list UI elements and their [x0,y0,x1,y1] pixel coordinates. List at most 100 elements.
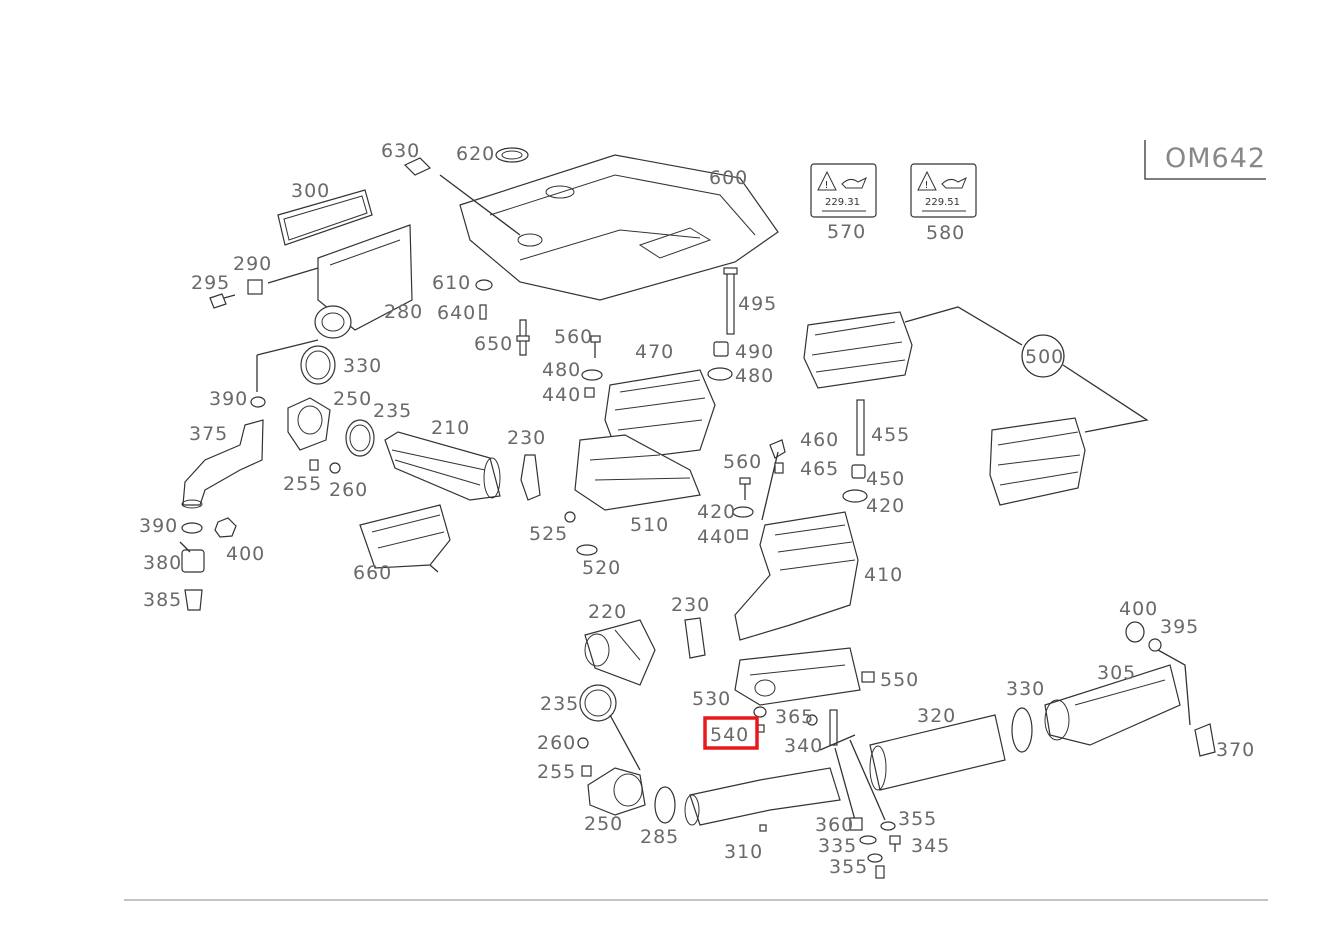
part-260-nut-top[interactable] [329,462,341,474]
part-465-connector[interactable] [774,462,784,474]
part-360-bushing[interactable] [849,817,863,831]
part-660-resonator[interactable] [359,504,451,573]
part-440-sleeve-mid[interactable] [737,529,748,540]
label-660[interactable]: 660 [353,562,392,584]
label-355-right[interactable]: 355 [898,808,937,830]
label-650[interactable]: 650 [474,333,513,355]
label-345[interactable]: 345 [911,835,950,857]
part-230-seal-bottom[interactable] [684,617,706,659]
part-420-grommet-right[interactable] [842,489,868,503]
part-390-clip-top[interactable] [250,396,266,408]
part-650-stud[interactable] [516,319,530,356]
label-510[interactable]: 510 [630,514,669,536]
part-470-filter-housing[interactable] [604,369,716,461]
label-210[interactable]: 210 [431,417,470,439]
label-370[interactable]: 370 [1216,739,1255,761]
label-255-top[interactable]: 255 [283,473,322,495]
part-295-screw[interactable] [209,293,236,309]
part-640-bolt[interactable] [479,304,487,320]
label-560-top[interactable]: 560 [554,326,593,348]
part-255-bolt-bottom[interactable] [581,765,592,777]
part-500-filter-element-bottom[interactable] [989,417,1086,506]
part-520-grommet[interactable] [576,544,598,556]
part-550-screw[interactable] [861,671,875,683]
part-305-intake-duct[interactable] [1044,664,1181,746]
part-345-screw-bottom[interactable] [875,865,885,879]
part-400-nut-left[interactable] [214,517,237,538]
label-495[interactable]: 495 [738,293,777,315]
label-450[interactable]: 450 [866,468,905,490]
label-300[interactable]: 300 [291,180,330,202]
label-500[interactable]: 500 [1025,346,1064,368]
label-255-bottom[interactable]: 255 [537,761,576,783]
part-420-grommet-left[interactable] [732,506,754,518]
warning-label-229-31[interactable]: ! 229.31 [810,163,877,218]
part-235-clamp-bottom[interactable] [579,684,617,722]
part-630-cap[interactable] [403,157,432,176]
part-400-nut-right[interactable] [1125,621,1145,643]
part-455-bolt[interactable] [856,399,865,456]
label-380[interactable]: 380 [143,552,182,574]
label-230-bottom[interactable]: 230 [671,594,710,616]
part-480-grommet-right[interactable] [707,367,733,381]
label-455[interactable]: 455 [871,424,910,446]
part-600-engine-cover[interactable] [459,154,779,301]
part-330-clamp-top[interactable] [300,345,336,385]
part-410-filter-housing-lower[interactable] [734,511,859,641]
label-250-top[interactable]: 250 [333,388,372,410]
warning-label-229-51[interactable]: ! 229.51 [910,163,977,218]
part-355-washer-bottom[interactable] [867,853,883,863]
label-250-bottom[interactable]: 250 [584,813,623,835]
part-250-housing-bottom[interactable] [587,767,646,816]
label-480-left[interactable]: 480 [542,359,581,381]
label-630[interactable]: 630 [381,140,420,162]
part-480-grommet-left[interactable] [581,369,603,381]
label-460[interactable]: 460 [800,429,839,451]
part-620-seal[interactable] [495,147,529,163]
label-355-bottom[interactable]: 355 [829,856,868,878]
label-330-top[interactable]: 330 [343,355,382,377]
part-300-gasket[interactable] [277,189,373,246]
part-345-screw-right[interactable] [889,835,901,852]
part-365-screw[interactable] [806,714,818,726]
label-330-right[interactable]: 330 [1006,678,1045,700]
part-335-grommet[interactable] [859,835,877,845]
label-385[interactable]: 385 [143,589,182,611]
part-440-sleeve-top[interactable] [584,387,595,398]
part-330-clamp-right[interactable] [1011,707,1033,753]
part-235-clamp-top[interactable] [345,419,375,457]
label-420-right[interactable]: 420 [866,495,905,517]
part-495-bolt[interactable] [723,267,738,335]
label-560-mid[interactable]: 560 [723,451,762,473]
part-340-pipe-support[interactable] [819,709,886,821]
label-285[interactable]: 285 [640,826,679,848]
part-280-intake-housing[interactable] [314,224,413,339]
part-310-intake-pipe[interactable] [684,767,841,832]
part-450-bushing[interactable] [851,464,866,479]
label-580[interactable]: 580 [926,222,965,244]
label-305[interactable]: 305 [1097,662,1136,684]
part-540-grommet[interactable] [753,706,767,733]
label-365[interactable]: 365 [775,706,814,728]
label-295[interactable]: 295 [191,272,230,294]
label-420-left[interactable]: 420 [697,501,736,523]
label-395[interactable]: 395 [1160,616,1199,638]
label-260-bottom[interactable]: 260 [537,732,576,754]
label-610[interactable]: 610 [432,272,471,294]
label-235-bottom[interactable]: 235 [540,693,579,715]
part-560-screw-top[interactable] [590,335,601,358]
label-470[interactable]: 470 [635,341,674,363]
label-340[interactable]: 340 [784,735,823,757]
label-540[interactable]: 540 [710,724,749,746]
part-560-screw-mid[interactable] [739,477,751,500]
label-235-top[interactable]: 235 [373,400,412,422]
part-460-bracket[interactable] [761,439,786,521]
part-385-mount[interactable] [184,589,203,611]
label-375[interactable]: 375 [189,423,228,445]
part-525-screw[interactable] [564,511,576,523]
label-550[interactable]: 550 [880,669,919,691]
label-320[interactable]: 320 [917,705,956,727]
part-355-washer-right[interactable] [880,821,896,831]
label-480-right[interactable]: 480 [735,365,774,387]
part-255-bolt-top[interactable] [309,459,319,471]
